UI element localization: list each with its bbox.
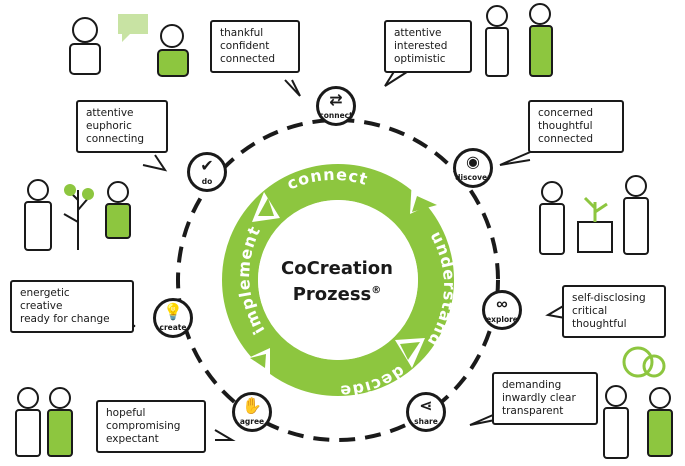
- bubble-line: creative: [20, 300, 63, 312]
- bubble-discover: concerned thoughtful connected: [528, 100, 624, 153]
- node-label: discover: [455, 173, 491, 182]
- checkmark-icon: ✔: [200, 158, 214, 175]
- bubble-line: hopeful: [106, 407, 146, 419]
- bubble-line: attentive: [86, 107, 134, 119]
- center-title-line1: CoCreation: [281, 258, 393, 279]
- bubble-line: self-disclosing: [572, 292, 646, 304]
- bubble-line: connected: [220, 53, 275, 65]
- node-label: agree: [239, 417, 265, 426]
- eye-icon: ◉: [466, 154, 480, 171]
- bubble-share: demanding inwardly clear transparent: [492, 372, 598, 425]
- dashed-outer-ring: [176, 118, 500, 442]
- bubble-line: inwardly clear: [502, 392, 576, 404]
- bubble-line: optimistic: [394, 53, 446, 65]
- handshake-icon: ✋: [242, 398, 262, 415]
- node-agree[interactable]: ✋ agree: [232, 392, 272, 432]
- bubble-line: euphoric: [86, 120, 132, 132]
- bubble-connect: thankful confident connected: [210, 20, 300, 73]
- bubble-top-right: attentive interested optimistic: [384, 20, 472, 73]
- node-label: share: [414, 417, 438, 426]
- bubble-line: interested: [394, 40, 448, 52]
- node-label: connect: [319, 111, 353, 120]
- lightbulb-icon: 💡: [163, 304, 183, 321]
- people-planting-illustration: [24, 179, 131, 251]
- center-title-line2: Prozess: [292, 284, 372, 305]
- bubble-line: thoughtful: [572, 318, 627, 330]
- center-title: CoCreation Prozess®: [262, 258, 412, 306]
- binoculars-icon: ∞: [496, 296, 508, 313]
- bubble-do: attentive euphoric connecting: [76, 100, 168, 153]
- bubble-line: ready for change: [20, 313, 110, 325]
- share-icon: ⋖: [419, 398, 433, 415]
- bubble-line: concerned: [538, 107, 593, 119]
- bubble-line: demanding: [502, 379, 562, 391]
- bubble-line: attentive: [394, 27, 442, 39]
- node-connect[interactable]: ⇄ connect: [316, 86, 356, 126]
- people-plant-illustration: [539, 175, 649, 255]
- node-do[interactable]: ✔ do: [187, 152, 227, 192]
- bubble-line: connected: [538, 133, 593, 145]
- bubble-line: expectant: [106, 433, 159, 445]
- bubble-line: compromising: [106, 420, 181, 432]
- node-create[interactable]: 💡 create: [153, 298, 193, 338]
- people-handshake-illustration: [15, 387, 73, 457]
- node-discover[interactable]: ◉ discover: [453, 148, 493, 188]
- people-brainstorm-illustration: [603, 346, 673, 459]
- node-share[interactable]: ⋖ share: [406, 392, 446, 432]
- node-explore[interactable]: ∞ explore: [482, 290, 522, 330]
- node-label: do: [201, 177, 213, 186]
- bubble-line: energetic: [20, 287, 70, 299]
- bubble-line: confident: [220, 40, 270, 52]
- bubble-line: thankful: [220, 27, 264, 39]
- bubble-line: critical: [572, 305, 608, 317]
- registered-mark: ®: [371, 285, 382, 296]
- bubble-line: connecting: [86, 133, 145, 145]
- bubble-line: transparent: [502, 405, 564, 417]
- people-interested-illustration: [485, 3, 553, 77]
- node-label: create: [159, 323, 187, 332]
- bubble-create: energetic creative ready for change: [10, 280, 134, 333]
- swap-arrows-icon: ⇄: [329, 92, 343, 109]
- bubble-line: thoughtful: [538, 120, 593, 132]
- people-connect-illustration: [69, 14, 189, 77]
- bubble-agree: hopeful compromising expectant: [96, 400, 206, 453]
- green-cycle-ring: [222, 164, 454, 396]
- bubble-explore: self-disclosing critical thoughtful: [562, 285, 666, 338]
- node-label: explore: [486, 315, 518, 324]
